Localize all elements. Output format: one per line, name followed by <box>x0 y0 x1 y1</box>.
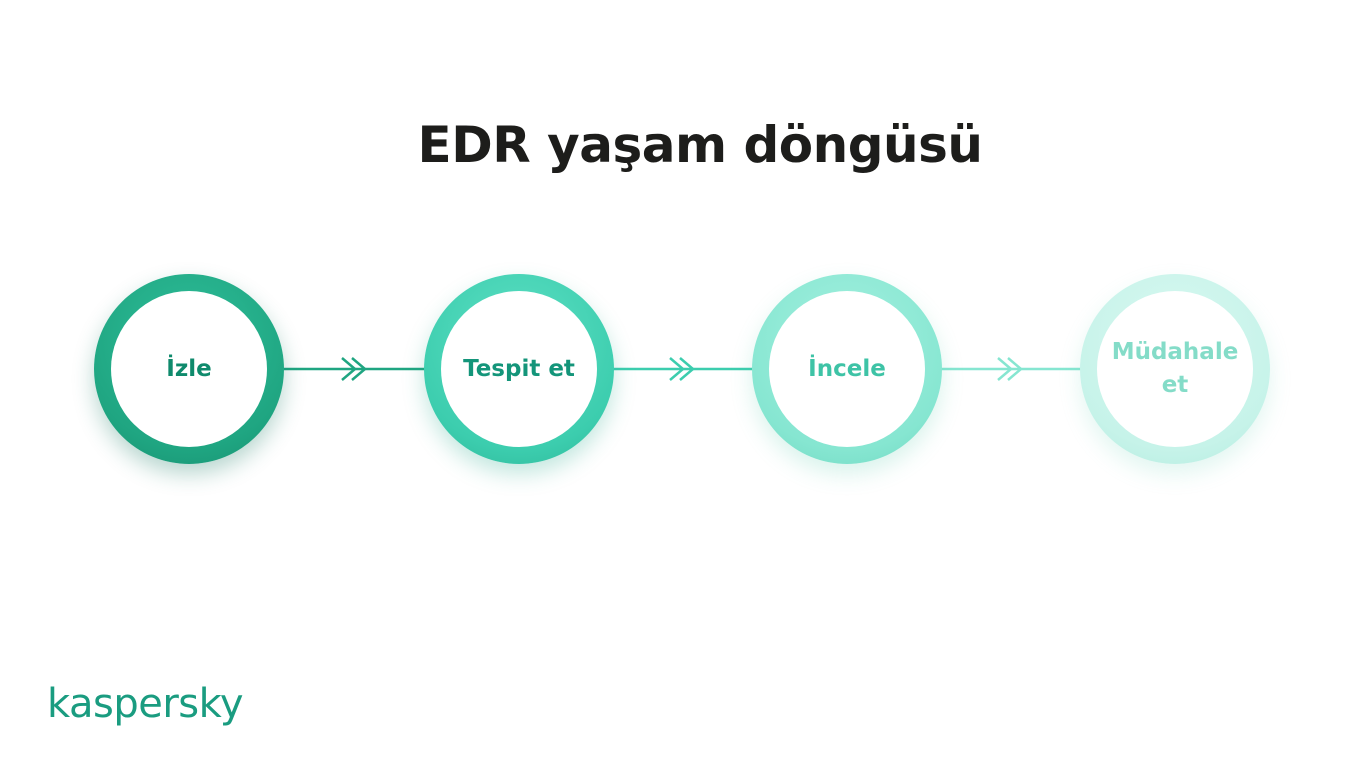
kaspersky-logo: kaspersky <box>47 681 244 727</box>
step-label: Müdahale et <box>1111 339 1239 398</box>
step-label: Tespit et <box>463 355 575 382</box>
step-label: İncele <box>808 355 886 382</box>
connector-1-2 <box>284 357 428 381</box>
step-node-respond: Müdahale et <box>1080 274 1270 464</box>
chevron-right-icon <box>1007 357 1023 381</box>
chevron-right-icon <box>669 357 685 381</box>
connector-2-3 <box>612 357 756 381</box>
chevron-right-icon <box>351 357 367 381</box>
step-node-investigate: İncele <box>752 274 942 464</box>
chevron-right-icon <box>341 357 357 381</box>
step-label: İzle <box>166 355 212 382</box>
step-node-detect: Tespit et <box>424 274 614 464</box>
connector-3-4 <box>940 357 1084 381</box>
step-node-monitor: İzle <box>94 274 284 464</box>
chevron-right-icon <box>997 357 1013 381</box>
chevron-right-icon <box>679 357 695 381</box>
diagram-title: EDR yaşam döngüsü <box>417 116 983 174</box>
